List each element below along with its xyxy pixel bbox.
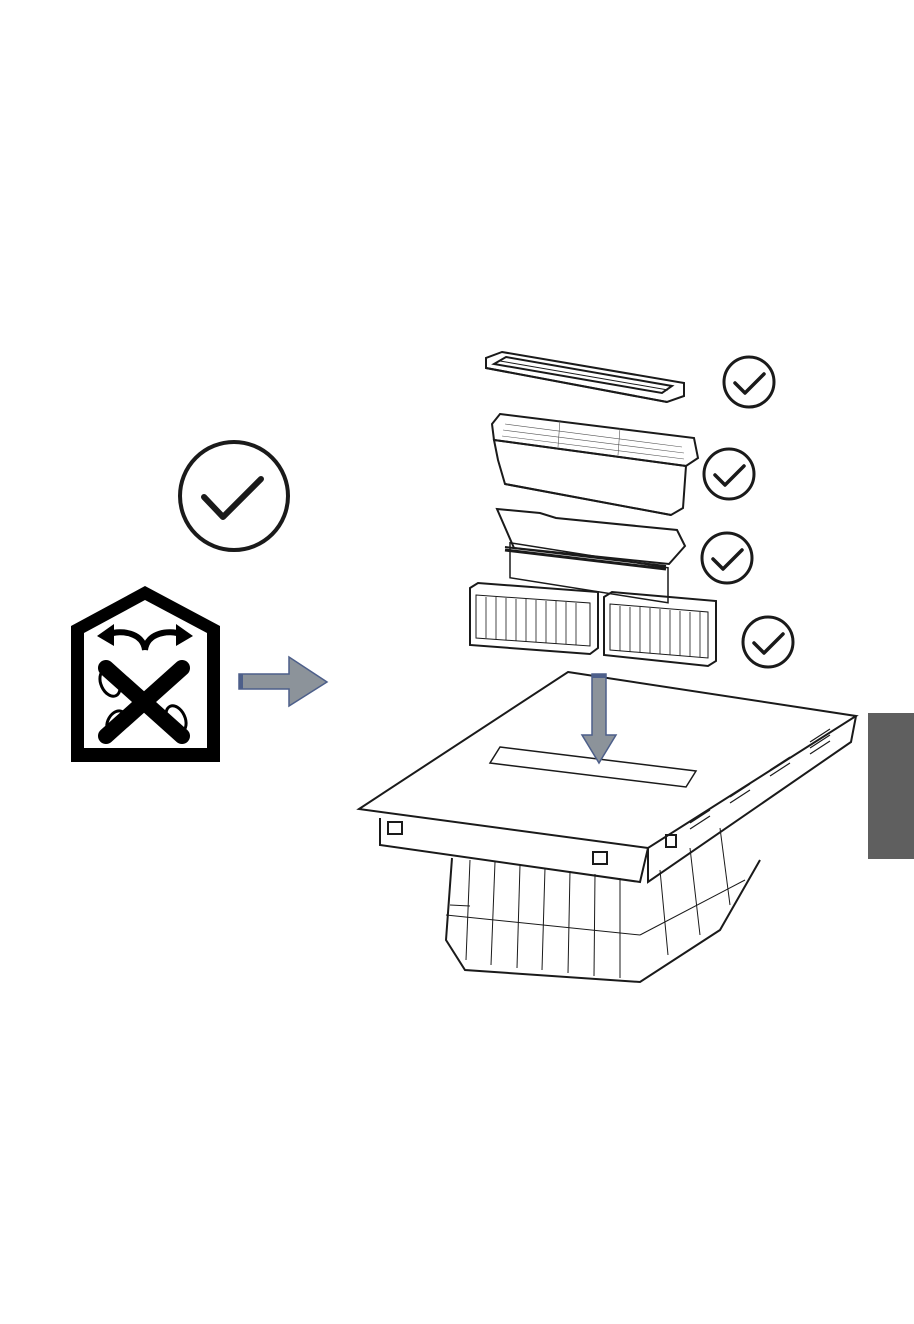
check-circle-icon: [180, 442, 288, 550]
filter-frame-plate: [497, 509, 685, 569]
right-arrow-icon: [239, 657, 327, 706]
check-circle-icon: [724, 357, 774, 407]
language-side-tab: [868, 713, 914, 859]
recirculation-mode-icon: [71, 586, 220, 762]
odour-filter-pair: [470, 583, 716, 666]
grease-filter-basket: [492, 414, 698, 603]
grease-filter-cover: [486, 352, 684, 402]
check-circle-icon: [704, 449, 754, 499]
check-circle-icon: [743, 617, 793, 667]
hob-with-integrated-extractor: [359, 672, 856, 982]
check-circle-icon: [702, 533, 752, 583]
